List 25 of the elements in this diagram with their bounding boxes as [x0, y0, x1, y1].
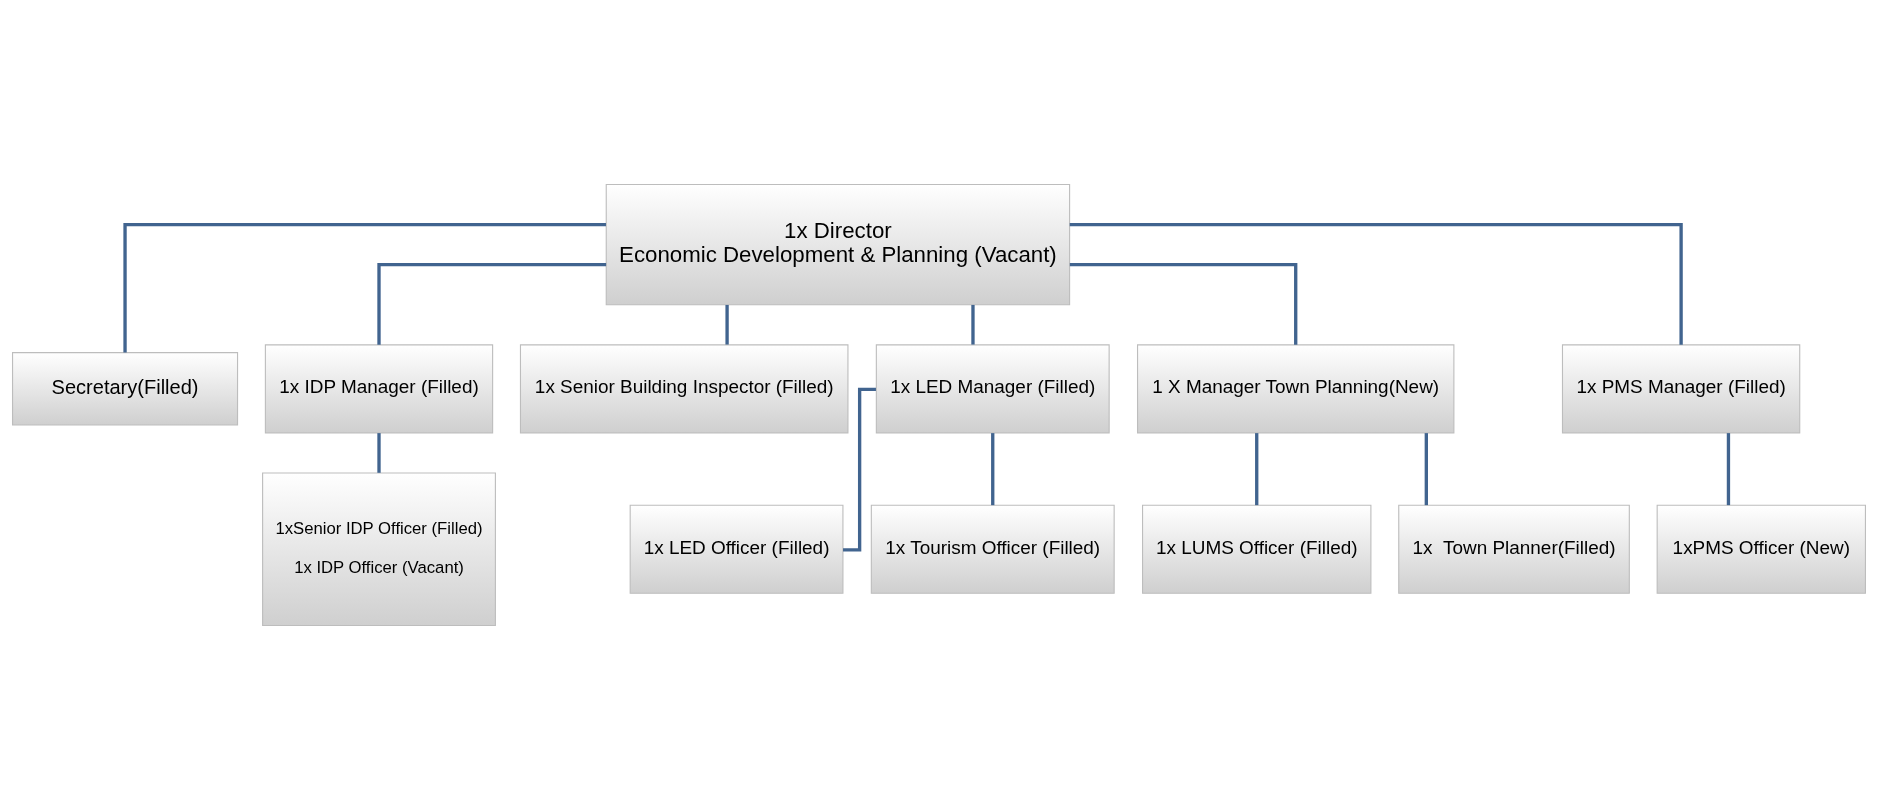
connector [1069, 262, 1298, 345]
node-box: 1x LED Manager (Filled) [875, 344, 1110, 434]
node-box: 1x IDP Manager (Filled) [264, 344, 494, 434]
node-box: 1x LED Officer (Filled) [629, 504, 844, 594]
node-box: 1 X Manager Town Planning(New) [1137, 344, 1455, 434]
node-box: 1x Senior Building Inspector (Filled) [519, 344, 849, 434]
node-box: 1x PMS Manager (Filled) [1561, 344, 1801, 434]
node-box: 1xSenior IDP Officer (Filled) 1x IDP Officer (Vacant) [262, 472, 496, 627]
connector [1069, 222, 1683, 345]
connector [725, 304, 729, 345]
connector [991, 433, 995, 506]
connector [971, 304, 975, 345]
connector [1726, 433, 1731, 506]
connector [843, 387, 876, 552]
connector [377, 262, 607, 345]
node-box: 1x Tourism Officer (Filled) [870, 504, 1115, 594]
node-box: 1x Director Economic Development & Planning (Vacant) [605, 183, 1071, 306]
node-box: 1xPMS Officer (New) [1656, 504, 1866, 594]
node-box: Secretary(Filled) [12, 352, 239, 426]
node-box: 1x LUMS Officer (Filled) [1142, 504, 1372, 594]
connector [1255, 433, 1259, 506]
connector [123, 222, 606, 353]
connector [377, 433, 381, 473]
connector [1424, 433, 1428, 506]
node-box: 1x Town Planner(Filled) [1398, 504, 1630, 594]
